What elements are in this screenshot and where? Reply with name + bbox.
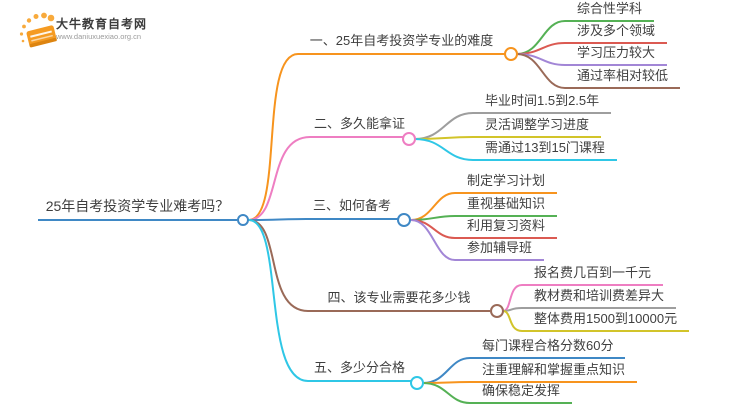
edge-branch5-leaf1 (422, 357, 471, 384)
logo-dots (19, 12, 55, 43)
edge-branch1-leaf4 (516, 53, 566, 89)
logo-title: 大牛教育自考网 (56, 17, 148, 31)
branch1-junction (504, 47, 518, 61)
edge-branch3-leaf3 (410, 219, 456, 239)
leaf-node-4-2: 教材费和培训费差异大 (522, 288, 677, 309)
branch2-junction (402, 132, 416, 146)
leaf-node-4-1: 报名费几百到一千元 (522, 265, 664, 286)
edge-branch2-leaf3 (414, 138, 474, 161)
book-icon (19, 12, 57, 48)
leaf-node-1-1: 综合性学科 (565, 1, 655, 22)
edge-root-branch3 (248, 218, 307, 221)
edge-root-branch4 (248, 219, 309, 312)
leaf-node-2-2: 灵活调整学习进度 (473, 117, 602, 138)
edge-branch3-leaf4 (410, 219, 456, 261)
branch5-junction (410, 376, 424, 390)
branch-node-3: 三、如何备考 (306, 197, 398, 220)
leaf-node-4-3: 整体费用1500到10000元 (522, 311, 690, 332)
branch-node-2: 二、多久能拿证 (310, 115, 405, 138)
edge-branch4-leaf3 (502, 310, 523, 332)
logo-url: www.daniuxuexiao.org.cn (56, 32, 142, 41)
leaf-node-5-1: 每门课程合格分数60分 (470, 338, 626, 359)
leaf-node-1-3: 学习压力较大 (565, 45, 668, 66)
edge-branch3-leaf2 (410, 215, 456, 221)
branch-node-4: 四、该专业需要花多少钱 (308, 289, 490, 312)
leaf-node-5-2: 注重理解和掌握重点知识 (470, 362, 638, 383)
branch3-junction (397, 213, 411, 227)
edge-branch2-leaf1 (414, 112, 474, 140)
leaf-node-3-1: 制定学习计划 (455, 173, 558, 194)
edge-root-branch5 (248, 219, 309, 382)
leaf-node-1-4: 通过率相对较低 (565, 68, 681, 89)
edge-root-branch2 (248, 136, 311, 221)
leaf-node-1-2: 涉及多个领域 (565, 23, 668, 44)
leaf-node-3-4: 参加辅导班 (455, 240, 545, 261)
leaf-node-2-1: 毕业时间1.5到2.5年 (473, 93, 612, 114)
root-node: 25年自考投资学专业难考吗？ (38, 197, 237, 221)
leaf-node-3-3: 利用复习资料 (455, 218, 558, 239)
branch-node-5: 五、多少分合格 (308, 359, 411, 382)
leaf-node-2-3: 需通过13到15门课程 (473, 140, 617, 161)
root-junction (237, 214, 249, 226)
branch4-junction (490, 304, 504, 318)
leaf-node-5-3: 确保稳定发挥 (470, 383, 573, 404)
leaf-node-3-2: 重视基础知识 (455, 196, 558, 217)
edge-branch5-leaf3 (422, 382, 471, 404)
branch-node-1: 一、25年自考投资学专业的难度 (298, 32, 505, 55)
edge-root-branch1 (248, 53, 299, 221)
